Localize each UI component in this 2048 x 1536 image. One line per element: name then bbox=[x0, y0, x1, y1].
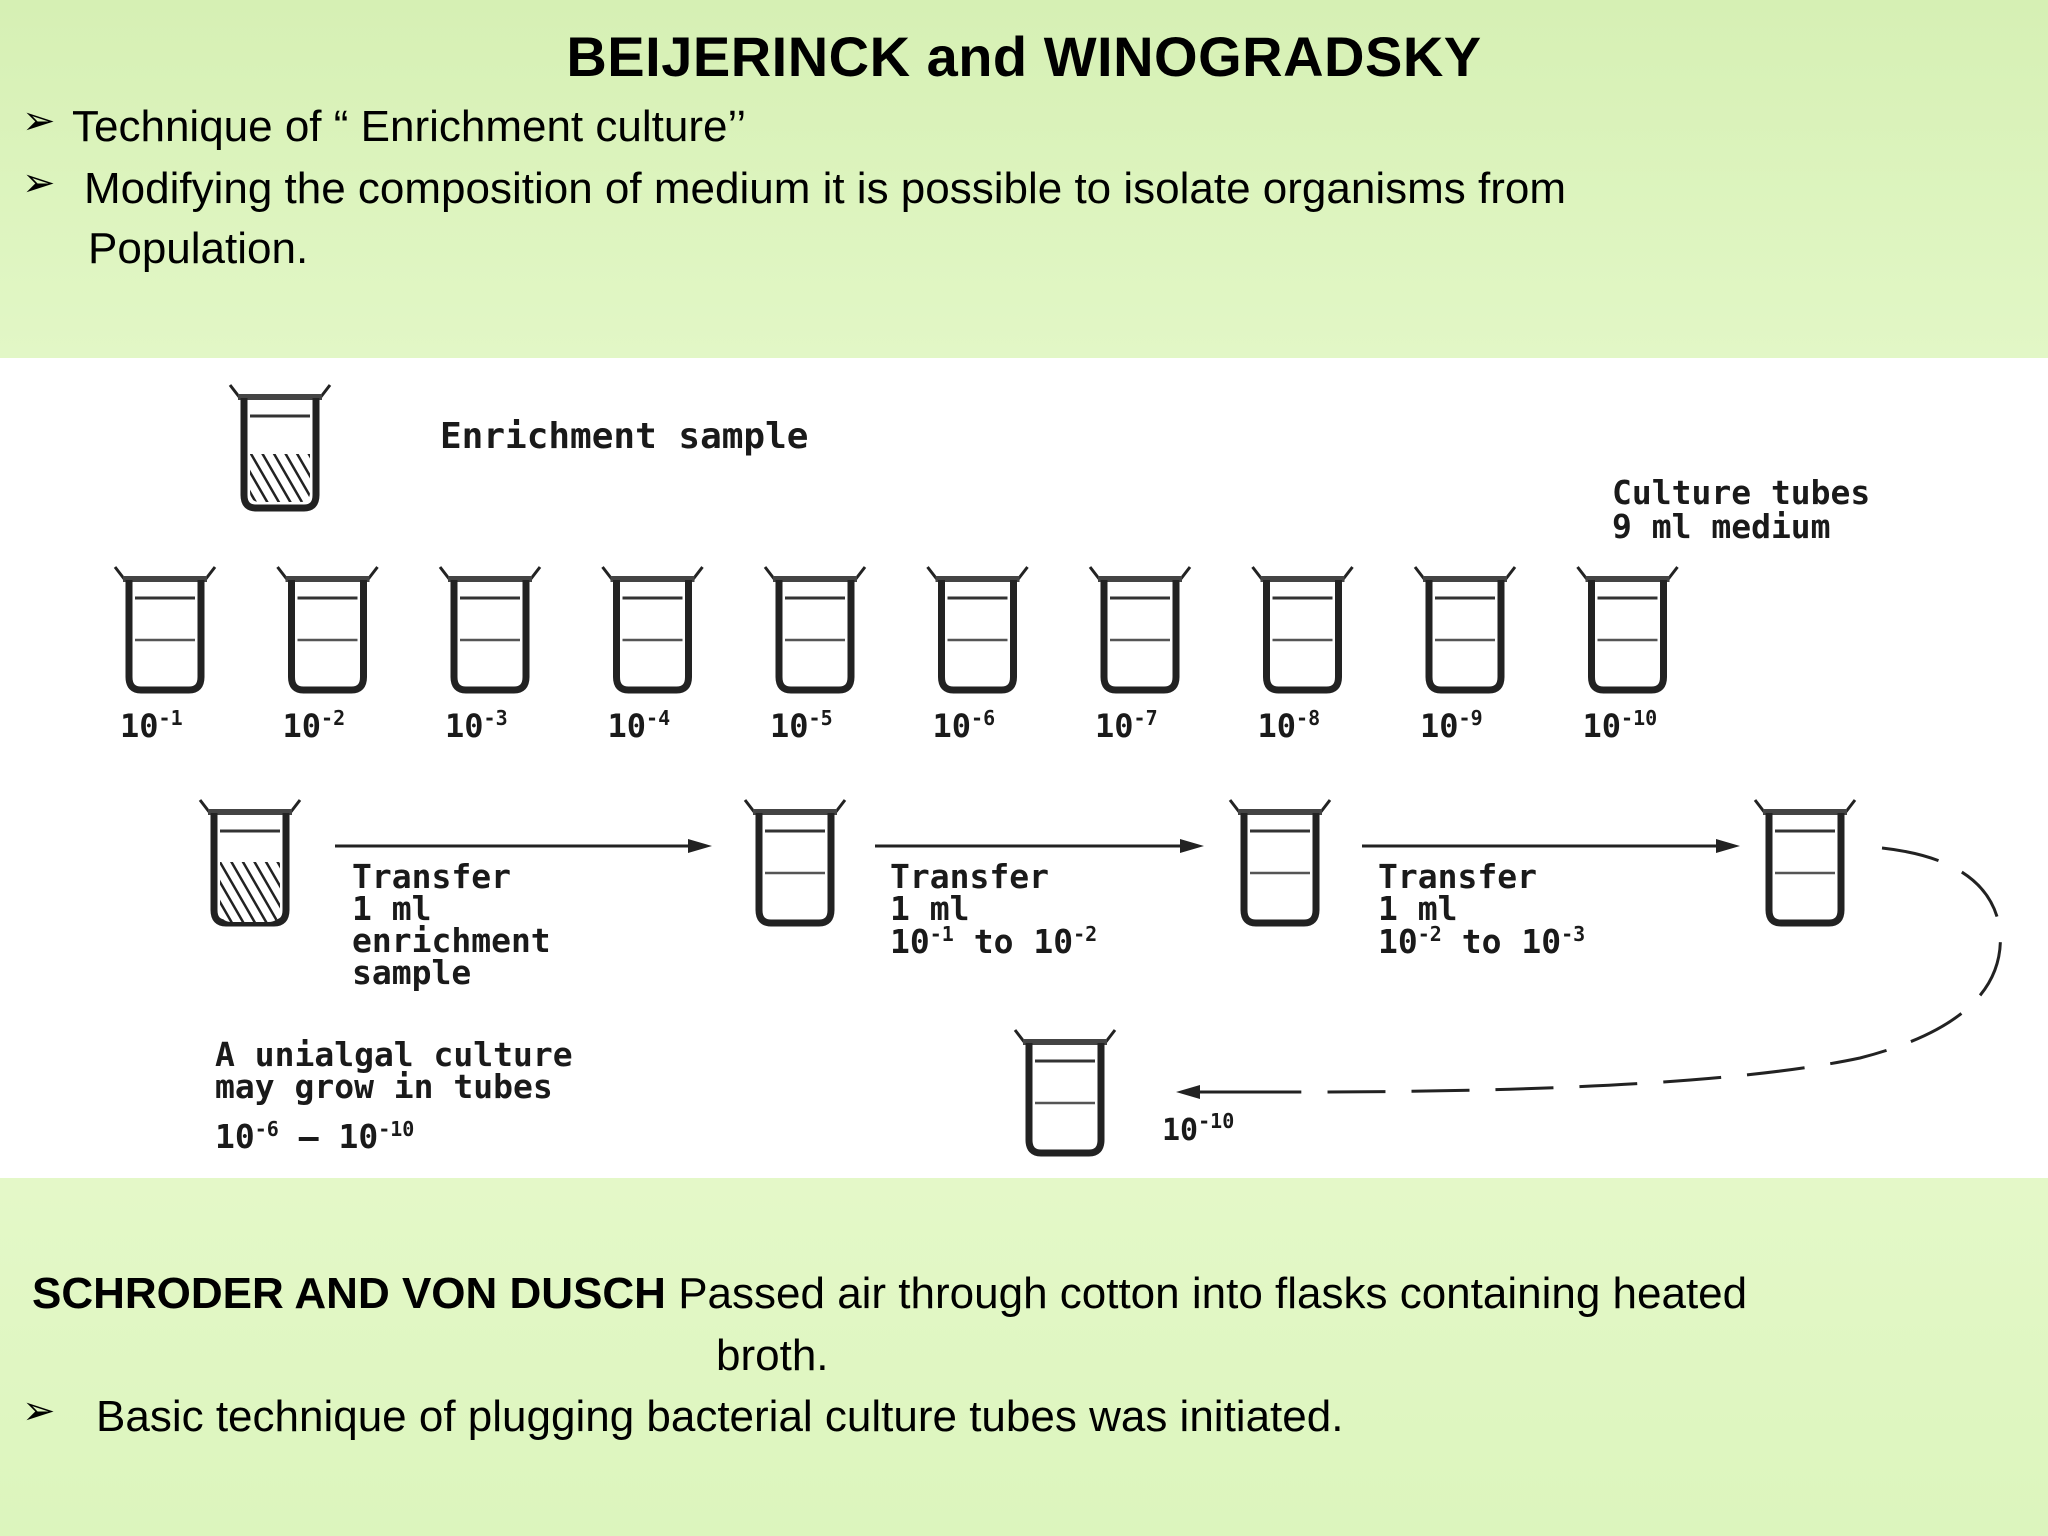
bullet-arrow-icon: ➢ bbox=[22, 1389, 56, 1433]
bullet-arrow-icon: ➢ bbox=[22, 99, 56, 143]
slide-title: BEIJERINCK and WINOGRADSKY bbox=[566, 25, 1482, 88]
bullet-arrow-icon: ➢ bbox=[22, 161, 56, 205]
transfer-3-line-1: Transfer bbox=[1378, 857, 1537, 896]
dilution-tube-label: 10-2 bbox=[283, 706, 346, 745]
transfer-2-line-1: Transfer bbox=[890, 857, 1049, 896]
dilution-tube-label: 10-8 bbox=[1258, 706, 1321, 745]
transfer-2-line-2: 1 ml bbox=[890, 889, 969, 928]
dilution-tube-label: 10-5 bbox=[770, 706, 833, 745]
dilution-tube bbox=[765, 567, 865, 690]
dilution-tube bbox=[278, 567, 378, 690]
transfer-1-line-1: Transfer bbox=[352, 857, 511, 896]
transfer-1-line-4: sample bbox=[352, 953, 471, 992]
bottom-band bbox=[0, 1178, 2048, 1536]
dashed-return-path bbox=[1190, 846, 2002, 1094]
dilution-tube bbox=[603, 567, 703, 690]
schroder-von-dusch-text: SCHRODER AND VON DUSCH Passed air throug… bbox=[32, 1269, 1748, 1318]
dilution-tube bbox=[1415, 567, 1515, 690]
transfer-1-line-2: 1 ml bbox=[352, 889, 431, 928]
enrichment-sample-label: Enrichment sample bbox=[440, 416, 808, 457]
dilution-tube bbox=[1090, 567, 1190, 690]
dilution-tube-label: 10-9 bbox=[1420, 706, 1483, 745]
dilution-tube-label: 10-6 bbox=[933, 706, 996, 745]
transfer-3-line-2: 1 ml bbox=[1378, 889, 1457, 928]
bullet-modifying-medium: Modifying the composition of medium it i… bbox=[84, 164, 1566, 213]
top-band bbox=[0, 0, 2048, 358]
enrichment-dilution-diagram: Enrichment sample Culture tubes 9 ml med… bbox=[0, 360, 2002, 1175]
transfer-tube-2 bbox=[745, 800, 845, 923]
dilution-tube bbox=[440, 567, 540, 690]
unialgal-line-2: may grow in tubes bbox=[215, 1067, 553, 1106]
enrichment-sample-tube bbox=[230, 385, 330, 508]
transfer-tube-4 bbox=[1755, 800, 1855, 923]
dilution-tube bbox=[1253, 567, 1353, 690]
dilution-tube bbox=[928, 567, 1028, 690]
dilution-tube-label: 10-7 bbox=[1095, 706, 1158, 745]
dilution-tube-row: 10-1 10-2 10-3 10-4 10-5 10-6 10-7 10-8 10-9 10-1… bbox=[115, 567, 1678, 745]
dilution-tube-label: 10-4 bbox=[608, 706, 671, 745]
return-arrowhead bbox=[1176, 1085, 1200, 1099]
culture-tubes-label: Culture tubes bbox=[1612, 473, 1870, 512]
dilution-tube-label: 10-3 bbox=[445, 706, 508, 745]
transfer-1-line-3: enrichment bbox=[352, 921, 551, 960]
dilution-tube bbox=[1578, 567, 1678, 690]
transfer-tube-1 bbox=[200, 800, 300, 923]
dilution-tube-label: 10-10 bbox=[1583, 706, 1658, 745]
dilution-tube bbox=[115, 567, 215, 690]
bullet-enrichment-culture: Technique of “ Enrichment culture’’ bbox=[72, 102, 747, 151]
culture-medium-label: 9 ml medium bbox=[1612, 507, 1831, 546]
bullet-modifying-medium-cont: Population. bbox=[88, 224, 309, 273]
transfer-tube-3 bbox=[1230, 800, 1330, 923]
final-tube bbox=[1015, 1030, 1115, 1153]
unialgal-line-1: A unialgal culture bbox=[215, 1035, 573, 1074]
transfer-arrowhead-1 bbox=[688, 839, 712, 853]
transfer-2-range: 10-1 to 10-2 bbox=[890, 922, 1097, 961]
final-tube-label: 10-10 bbox=[1162, 1109, 1234, 1148]
schroder-von-dusch-text-cont: broth. bbox=[716, 1331, 829, 1380]
dilution-tube-label: 10-1 bbox=[120, 706, 183, 745]
transfer-arrowhead-3 bbox=[1716, 839, 1740, 853]
bullet-plugging-tubes: Basic technique of plugging bacterial cu… bbox=[96, 1392, 1344, 1441]
unialgal-range: 10-6 — 10-10 bbox=[215, 1117, 414, 1156]
transfer-arrowhead-2 bbox=[1180, 839, 1204, 853]
transfer-3-range: 10-2 to 10-3 bbox=[1378, 922, 1585, 961]
